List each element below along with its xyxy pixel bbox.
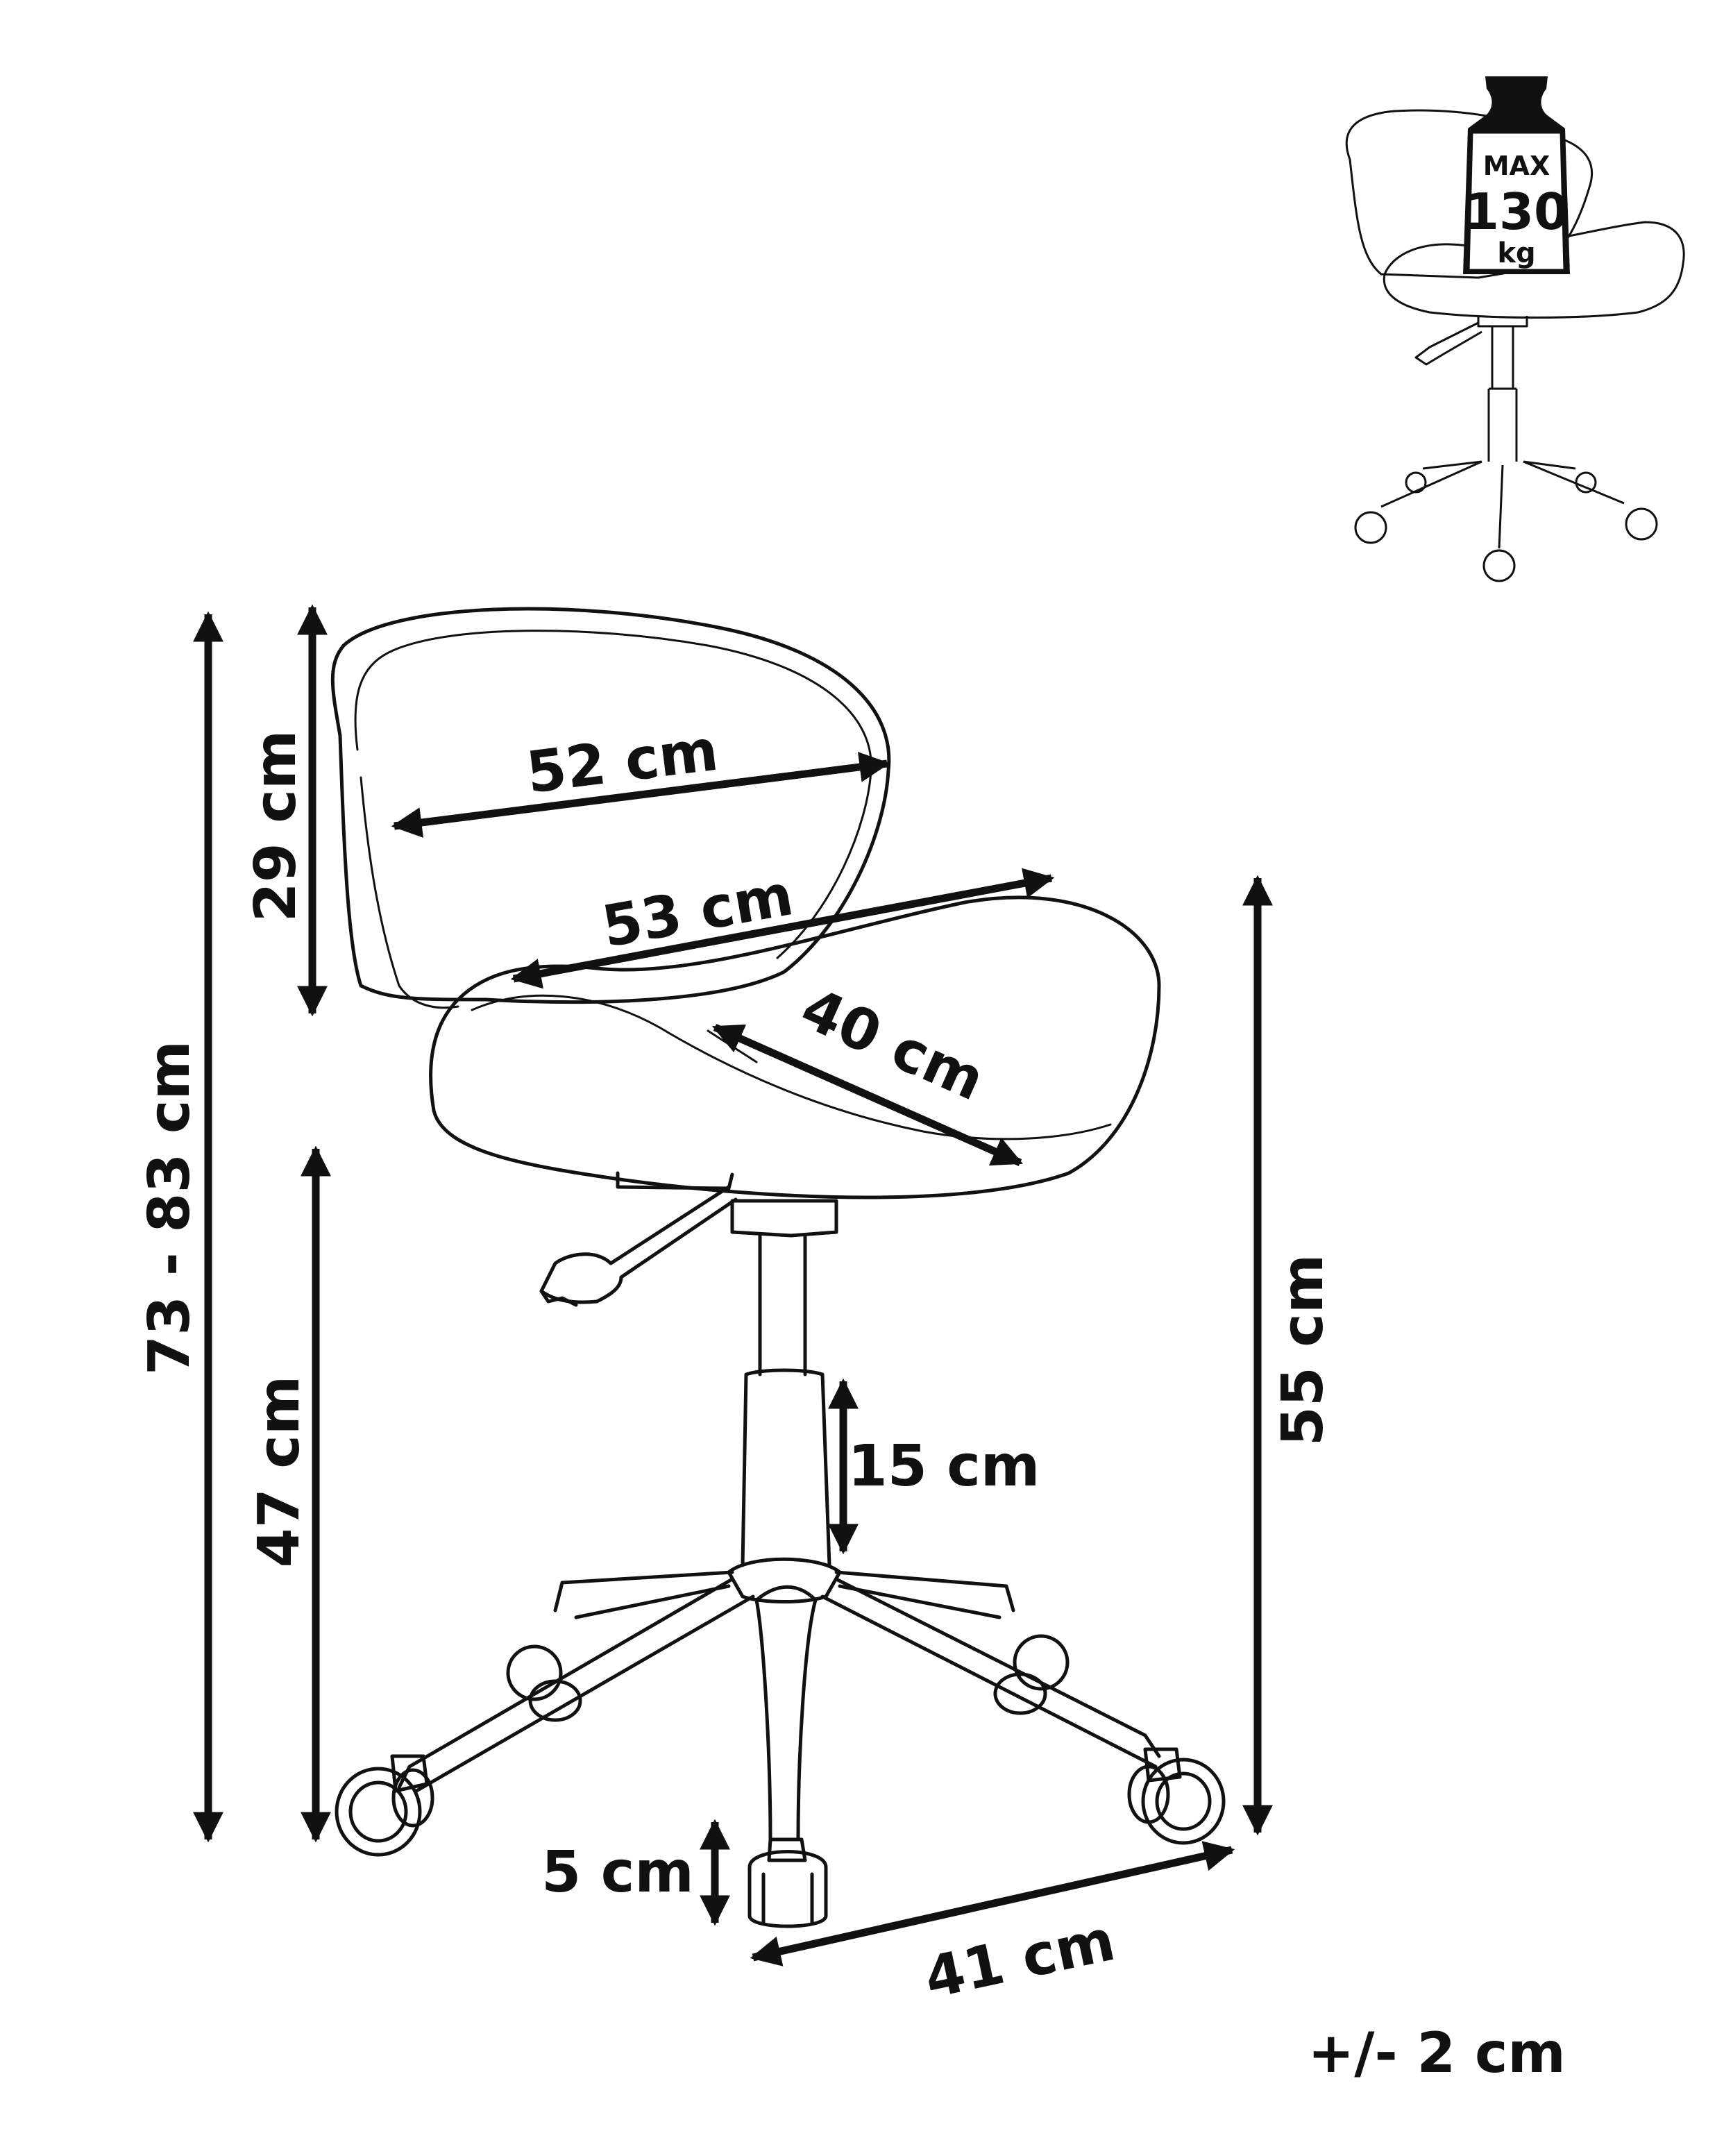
caster-height-label: 5 cm (541, 1839, 694, 1905)
lift-range-label: 15 cm (848, 1433, 1040, 1499)
base-width-arrow (750, 1841, 1235, 1966)
seat (429, 895, 1161, 1199)
adjust-lever (539, 1185, 738, 1304)
lever-handle-tip (539, 1289, 578, 1307)
base-width-label: 41 cm (919, 1907, 1120, 2012)
gas-cylinder (741, 1368, 831, 1567)
max-load-value: 130 (1464, 183, 1569, 241)
seat-width-arrow (510, 868, 1055, 989)
seat-depth-arrow (711, 1023, 1024, 1167)
star-base (397, 1557, 1161, 1842)
gas-piston (758, 1233, 807, 1376)
back-width-label: 52 cm (523, 718, 722, 807)
seat-height-label: 47 cm (246, 1376, 312, 1568)
max-load-label: MAX (1483, 151, 1550, 181)
backrest-side (360, 776, 459, 1009)
seat-depth-label: 40 cm (791, 975, 993, 1113)
chair-icon (1345, 109, 1685, 582)
max-load-unit: kg (1497, 237, 1535, 269)
weight-icon: MAX 130 kg (1463, 76, 1570, 274)
dimension-lines (193, 604, 1273, 1966)
seat-mount (616, 1171, 734, 1190)
tolerance-label: +/- 2 cm (1308, 2021, 1566, 2085)
chair-drawing (330, 607, 1226, 1928)
max-load-icon: MAX 130 kg (1345, 76, 1685, 582)
back-height-label: 29 cm (243, 730, 309, 923)
base-height-label: 55 cm (1270, 1254, 1336, 1447)
back-width-arrow (391, 752, 890, 838)
seat-edge (471, 994, 1112, 1140)
lift-collar (730, 1199, 838, 1238)
total-height-label: 73 - 83 cm (137, 1041, 203, 1375)
